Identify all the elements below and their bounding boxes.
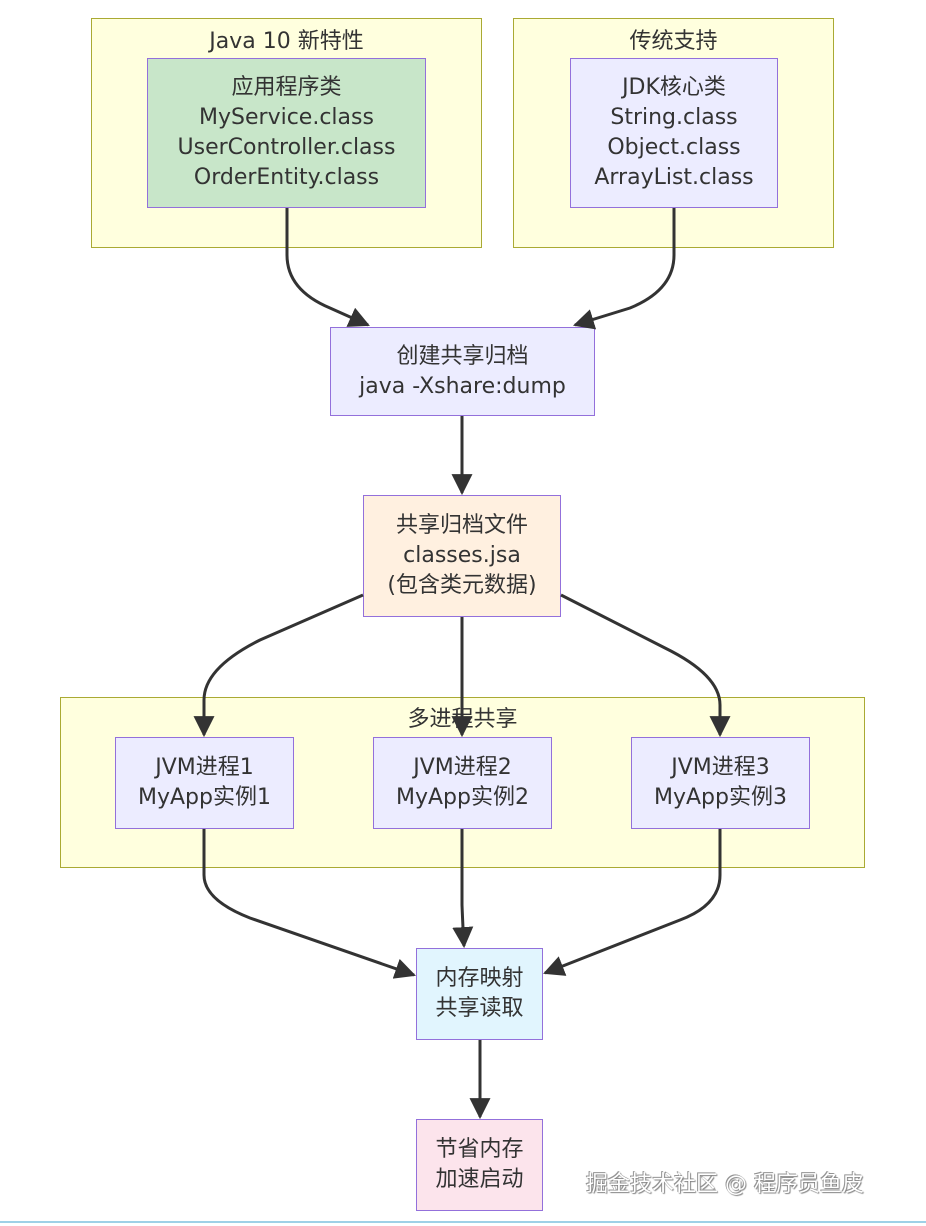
node-label-line: 应用程序类: [231, 75, 342, 100]
node-shared-archive-file: 共享归档文件 classes.jsa (包含类元数据): [363, 495, 561, 617]
node-create-shared-archive: 创建共享归档 java -Xshare:dump: [330, 327, 595, 416]
cluster-title: Java 10 新特性: [209, 29, 364, 54]
node-label-line: (包含类元数据): [387, 573, 537, 598]
node-label-line: JDK核心类: [622, 75, 726, 100]
node-label-line: 节省内存: [435, 1137, 524, 1162]
node-label-line: String.class: [610, 105, 738, 130]
node-label-line: ArrayList.class: [594, 165, 754, 190]
node-label-line: 加速启动: [435, 1167, 524, 1192]
node-label-line: 创建共享归档: [396, 343, 529, 369]
node-label-line: MyApp实例2: [396, 785, 529, 810]
node-label-line: OrderEntity.class: [193, 165, 380, 190]
node-label-line: Object.class: [607, 135, 741, 160]
watermark-text: 掘金技术社区 @ 程序员鱼皮: [586, 1172, 864, 1197]
bottom-divider: [0, 1221, 926, 1223]
node-label-line: MyApp实例3: [654, 785, 787, 810]
node-label-line: JVM进程3: [671, 755, 770, 780]
node-label-line: 共享读取: [435, 996, 524, 1021]
cluster-title: 多进程共享: [407, 707, 518, 732]
node-save-memory-fast-start: 节省内存加速启动: [416, 1119, 543, 1211]
node-label-line: java -Xshare:dump: [359, 373, 566, 399]
node-label-line: MyApp实例1: [138, 785, 271, 810]
cluster-title: 传统支持: [629, 29, 718, 54]
node-label-line: UserController.class: [177, 135, 396, 160]
node-label-line: MyService.class: [199, 105, 374, 130]
node-label-line: JVM进程2: [413, 755, 512, 780]
node-label-line: classes.jsa: [403, 543, 521, 568]
node-label-line: JVM进程1: [155, 755, 254, 780]
node-label-line: 内存映射: [435, 966, 524, 991]
node-label-line: 共享归档文件: [395, 513, 528, 538]
node-memory-mapping: 内存映射共享读取: [416, 948, 543, 1040]
